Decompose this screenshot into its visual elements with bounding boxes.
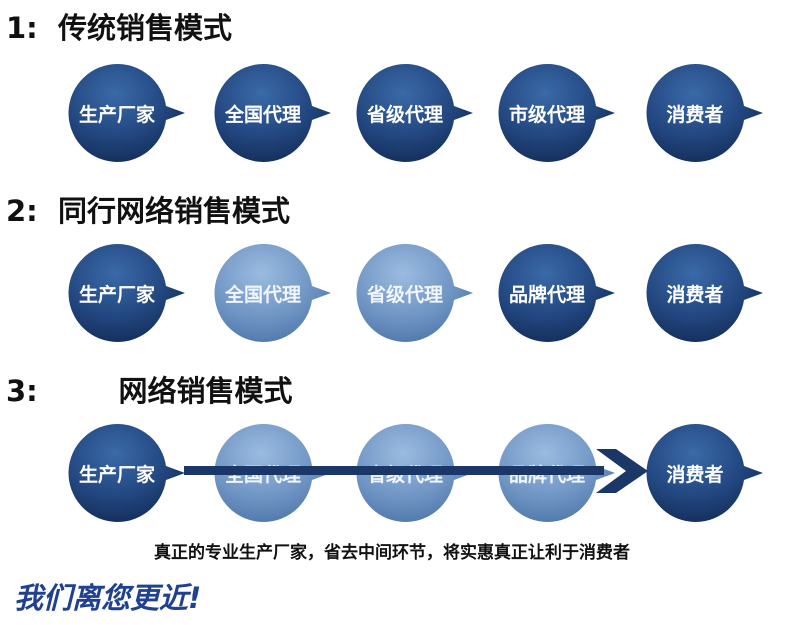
row-2-heading: 2: 同行网络销售模式: [6, 194, 290, 228]
flow-node-row1-2: 全国代理: [213, 63, 331, 162]
flow-node-row2-3: 省级代理: [355, 243, 473, 342]
slogan-text: 真正的专业生产厂家，省去中间环节，将实惠真正让利于消费者: [154, 543, 630, 563]
flow-node-label: 生产厂家: [78, 463, 155, 486]
flow-node-row1-1: 生产厂家: [67, 63, 185, 162]
flow-node-label: 全国代理: [224, 283, 301, 306]
flow-node-row2-1: 生产厂家: [67, 243, 185, 342]
row-3-heading: 3: 网络销售模式: [6, 374, 293, 408]
flow-node-row1-5: 消费者: [645, 63, 763, 162]
flow-node-row3-5: 消费者: [645, 423, 763, 522]
flow-node-row2-4: 品牌代理: [497, 243, 615, 342]
flow-node-label: 市级代理: [508, 103, 585, 126]
flow-node-label: 品牌代理: [508, 283, 585, 306]
flow-node-label: 省级代理: [366, 103, 443, 126]
flow-node-row3-1: 生产厂家: [67, 423, 185, 522]
flow-node-label: 省级代理: [366, 283, 443, 306]
flow-node-label: 消费者: [666, 283, 724, 306]
flow-node-label: 全国代理: [224, 103, 301, 126]
flow-node-label: 生产厂家: [78, 283, 155, 306]
flow-node-label: 消费者: [666, 463, 724, 486]
row-1-heading: 1: 传统销售模式: [6, 11, 232, 45]
flow-node-row2-5: 消费者: [645, 243, 763, 342]
tagline-text: 我们离您更近!: [14, 581, 202, 615]
flow-node-row1-4: 市级代理: [497, 63, 615, 162]
flow-node-label: 生产厂家: [78, 103, 155, 126]
flow-node-label: 消费者: [666, 103, 724, 126]
flow-node-row1-3: 省级代理: [355, 63, 473, 162]
flow-node-row2-2: 全国代理: [213, 243, 331, 342]
